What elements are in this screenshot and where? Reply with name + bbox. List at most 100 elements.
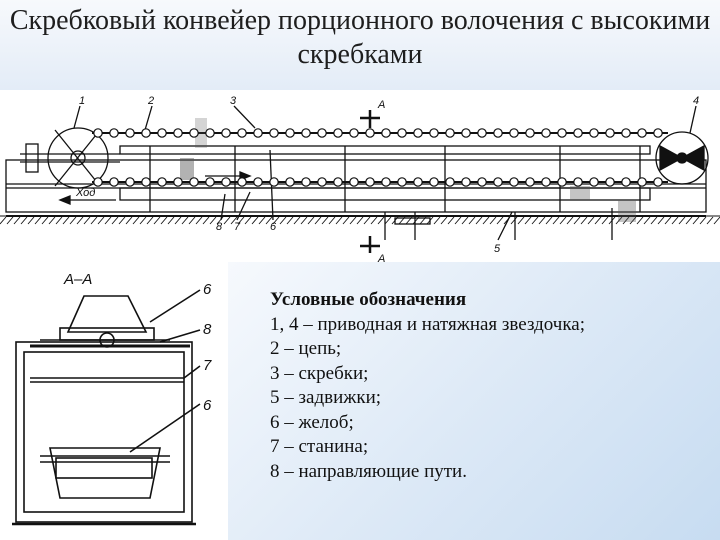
chain-link	[141, 177, 151, 187]
chain-link	[221, 128, 231, 138]
legend-heading: Условные обозначения	[270, 289, 467, 310]
chain-link	[109, 177, 119, 187]
chain-link	[349, 177, 359, 187]
chain-link	[93, 128, 103, 138]
chain-link	[573, 177, 583, 187]
callout-4: 4	[693, 95, 699, 107]
chain-link	[541, 128, 551, 138]
chain-link	[253, 177, 263, 187]
chain-link	[205, 177, 215, 187]
chain-link	[605, 177, 615, 187]
chain-link	[637, 177, 647, 187]
chain-link	[237, 177, 247, 187]
callout-5: 5	[494, 243, 501, 255]
chain-link	[301, 177, 311, 187]
chain-link	[157, 177, 167, 187]
legend-item: 6 – желоб;	[270, 411, 354, 433]
chain-link	[125, 177, 135, 187]
chain-link	[477, 177, 487, 187]
page-title: Скребковый конвейер порционного волочени…	[9, 5, 711, 70]
chain-link	[125, 128, 135, 138]
chain-link	[365, 177, 375, 187]
chain-link	[269, 177, 279, 187]
chain-link	[445, 128, 455, 138]
conveyor-side-view: 1 2 3 4 5 6 7 8 А А Ход	[0, 95, 720, 265]
legend-item: 2 – цепь;	[270, 338, 342, 359]
chain-link	[365, 128, 375, 138]
chain-link	[429, 177, 439, 187]
legend: Условные обозначения 1, 4 – приводная и …	[270, 288, 710, 484]
title-band	[0, 0, 720, 90]
legend-item: 1, 4 – приводная и натяжная звездочка;	[270, 313, 586, 335]
chain-link	[157, 128, 167, 138]
chain-link	[541, 177, 551, 187]
chain-link	[621, 177, 631, 187]
chain-link	[509, 128, 519, 138]
chain-link	[333, 128, 343, 138]
section-callout-8: 8	[203, 321, 212, 338]
chain-link	[333, 177, 343, 187]
chain-link	[93, 177, 103, 187]
chain-link	[221, 177, 231, 187]
chain-link	[621, 128, 631, 138]
chain-link	[413, 128, 423, 138]
chain-link	[317, 128, 327, 138]
chain-link	[285, 177, 295, 187]
section-mark-top: А	[377, 99, 385, 111]
chain-link	[493, 177, 503, 187]
section-title: А–А	[63, 271, 92, 288]
callout-1: 1	[79, 95, 85, 107]
chain-link	[397, 177, 407, 187]
callout-6: 6	[270, 221, 277, 233]
section-callout-7: 7	[203, 357, 212, 374]
legend-item: 7 – станина;	[270, 436, 369, 457]
chain-link	[605, 128, 615, 138]
legend-item: 8 – направляющие пути.	[270, 460, 467, 482]
chain-link	[301, 128, 311, 138]
legend-item: 3 – скребки;	[270, 362, 369, 384]
chain-link	[525, 177, 535, 187]
chain-link	[557, 177, 567, 187]
chain-link	[173, 177, 183, 187]
section-view-panel	[0, 262, 228, 540]
section-mark-bottom: А	[377, 253, 385, 265]
chain-link	[205, 128, 215, 138]
callout-3: 3	[230, 95, 237, 107]
callout-7: 7	[234, 221, 241, 233]
chain-link	[461, 177, 471, 187]
chain-link	[477, 128, 487, 138]
legend-item: 5 – задвижки;	[270, 387, 382, 408]
chain-link	[269, 128, 279, 138]
chain-link	[189, 128, 199, 138]
chain-link	[509, 177, 519, 187]
direction-label: Ход	[75, 187, 95, 199]
chain-link	[349, 128, 359, 138]
chain-link	[653, 128, 663, 138]
section-callout-6a: 6	[203, 281, 212, 298]
chain-link	[381, 177, 391, 187]
chain-link	[381, 128, 391, 138]
chain-link	[253, 128, 263, 138]
chain-link	[589, 177, 599, 187]
chain-link	[461, 128, 471, 138]
chain-link	[109, 128, 119, 138]
chain-link	[493, 128, 503, 138]
chain-link	[589, 128, 599, 138]
legend-panel	[228, 262, 720, 540]
chain-link	[397, 128, 407, 138]
chain-link	[445, 177, 455, 187]
chain-link	[557, 128, 567, 138]
chain-link	[173, 128, 183, 138]
chain-link	[573, 128, 583, 138]
cross-section-view: А–А 6 8 7 6	[12, 271, 212, 526]
chain-link	[429, 128, 439, 138]
chain-link	[285, 128, 295, 138]
callout-8: 8	[216, 221, 223, 233]
chain-link	[637, 128, 647, 138]
chain-link	[317, 177, 327, 187]
chain-link	[525, 128, 535, 138]
callout-2: 2	[147, 95, 154, 107]
chain-link	[141, 128, 151, 138]
chain-link	[653, 177, 663, 187]
chain-link	[237, 128, 247, 138]
